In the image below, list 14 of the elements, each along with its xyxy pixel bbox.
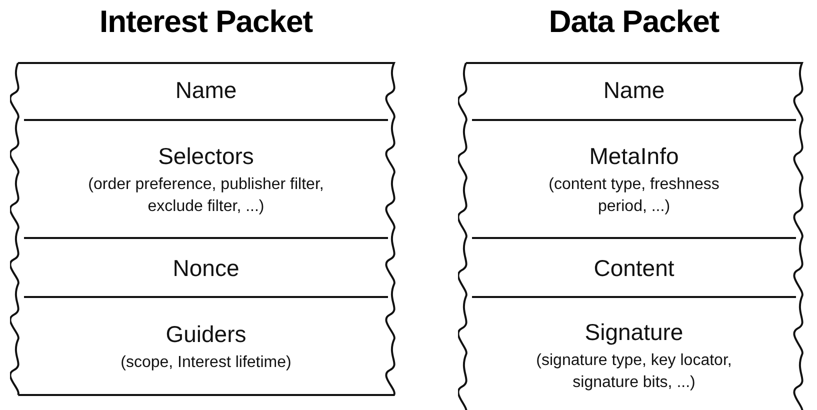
field-name: Selectors (158, 142, 254, 170)
field-name: MetaInfo (589, 142, 679, 170)
field-description: (signature type, key locator, signature bits, ...) (535, 350, 733, 392)
field-name: Signature (584, 318, 684, 346)
field-name: Guiders (166, 320, 246, 348)
field-name: Nonce (172, 255, 240, 282)
field-description: (scope, Interest lifetime) (120, 352, 292, 372)
field-description: (order preference, publisher filter, exclude filter, ...) (87, 174, 325, 216)
packet-title: Interest Packet (98, 4, 314, 40)
packet-title: Data Packet (548, 4, 720, 40)
field-name: Name (603, 77, 665, 104)
field-description: (content type, freshness period, ...) (548, 174, 720, 216)
field-name: Name (175, 77, 237, 104)
field-name: Content (594, 255, 674, 282)
